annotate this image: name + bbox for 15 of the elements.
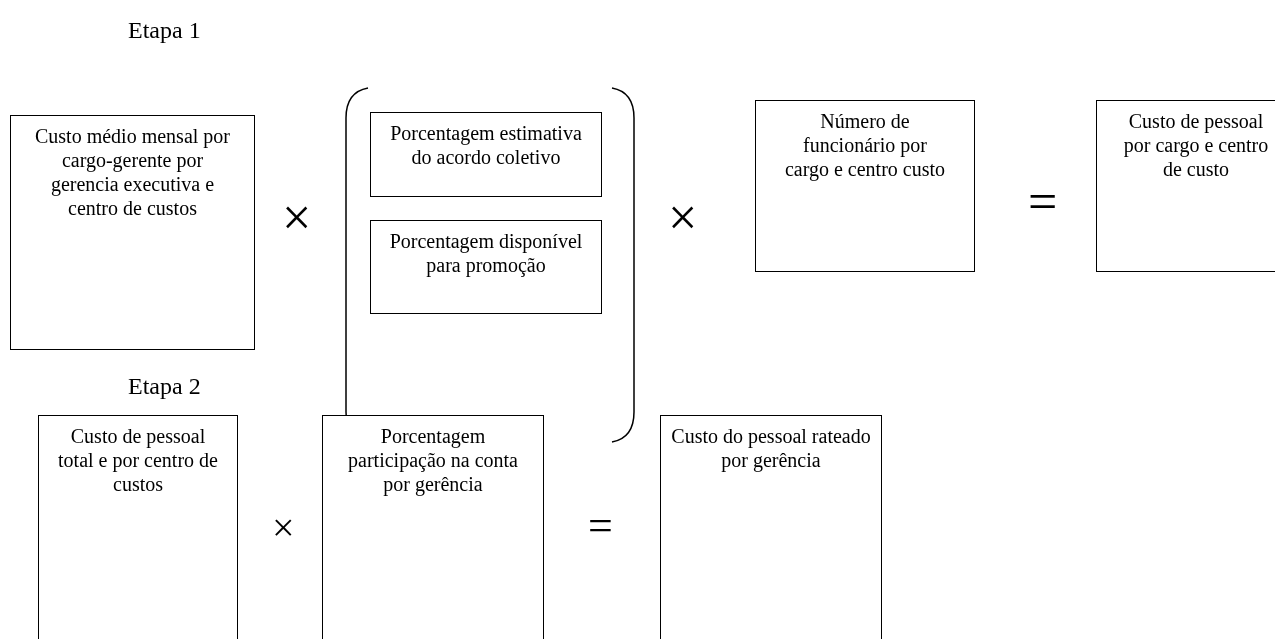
operator-symbol: =: [1028, 176, 1058, 228]
stage-heading: Etapa 1: [128, 18, 201, 42]
text-box: Custo de pessoal total e por centro de custos: [38, 415, 238, 639]
text-box: Custo do pessoal rateado por gerência: [660, 415, 882, 639]
stage-heading: Etapa 2: [128, 374, 201, 398]
text-box: Número de funcionário por cargo e centro custo: [755, 100, 975, 272]
text-box: Porcentagem estimativa do acordo coletivo: [370, 112, 602, 197]
operator-symbol: ×: [272, 508, 295, 548]
text-box: Porcentagem participação na conta por gerência: [322, 415, 544, 639]
text-box: Porcentagem disponível para promoção: [370, 220, 602, 314]
operator-symbol: ×: [282, 192, 312, 244]
text-box: Custo de pessoal por cargo e centro de custo: [1096, 100, 1275, 272]
text-box: Custo médio mensal por cargo-gerente por gerencia executiva e centro de custos: [10, 115, 255, 350]
operator-symbol: ×: [668, 192, 698, 244]
operator-symbol: =: [588, 504, 613, 548]
